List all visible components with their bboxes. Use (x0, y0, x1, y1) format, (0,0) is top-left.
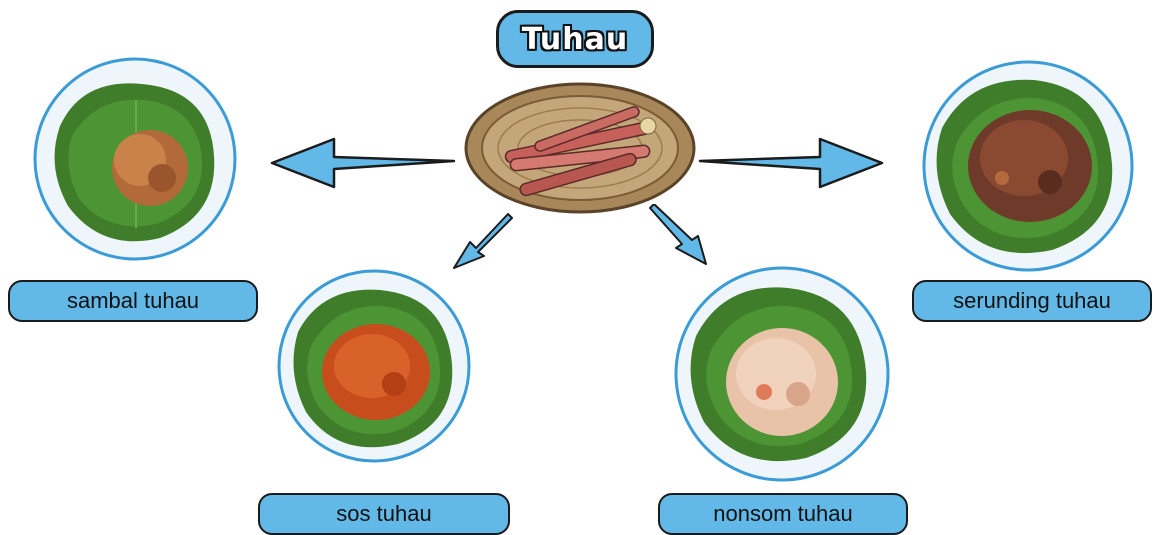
label-text: nonsom tuhau (713, 501, 852, 527)
sos-tuhau-plate (276, 268, 472, 464)
sambal-tuhau-plate (32, 56, 238, 262)
arrow-to-sambal (268, 133, 458, 193)
title-badge: Tuhau (496, 10, 654, 68)
label-text: sos tuhau (336, 501, 431, 527)
label-nonsom-tuhau: nonsom tuhau (658, 493, 908, 535)
arrow-to-nonsom (644, 204, 714, 270)
label-sambal-tuhau: sambal tuhau (8, 280, 258, 322)
arrow-to-sos (446, 208, 516, 274)
arrow-to-serunding (696, 133, 886, 193)
serunding-tuhau-plate (920, 58, 1136, 274)
nonsom-tuhau-plate (672, 264, 892, 484)
tuhau-basket-illustration (462, 80, 698, 216)
label-text: serunding tuhau (953, 288, 1111, 314)
page-title: Tuhau (522, 22, 628, 57)
label-serunding-tuhau: serunding tuhau (912, 280, 1152, 322)
label-sos-tuhau: sos tuhau (258, 493, 510, 535)
label-text: sambal tuhau (67, 288, 199, 314)
